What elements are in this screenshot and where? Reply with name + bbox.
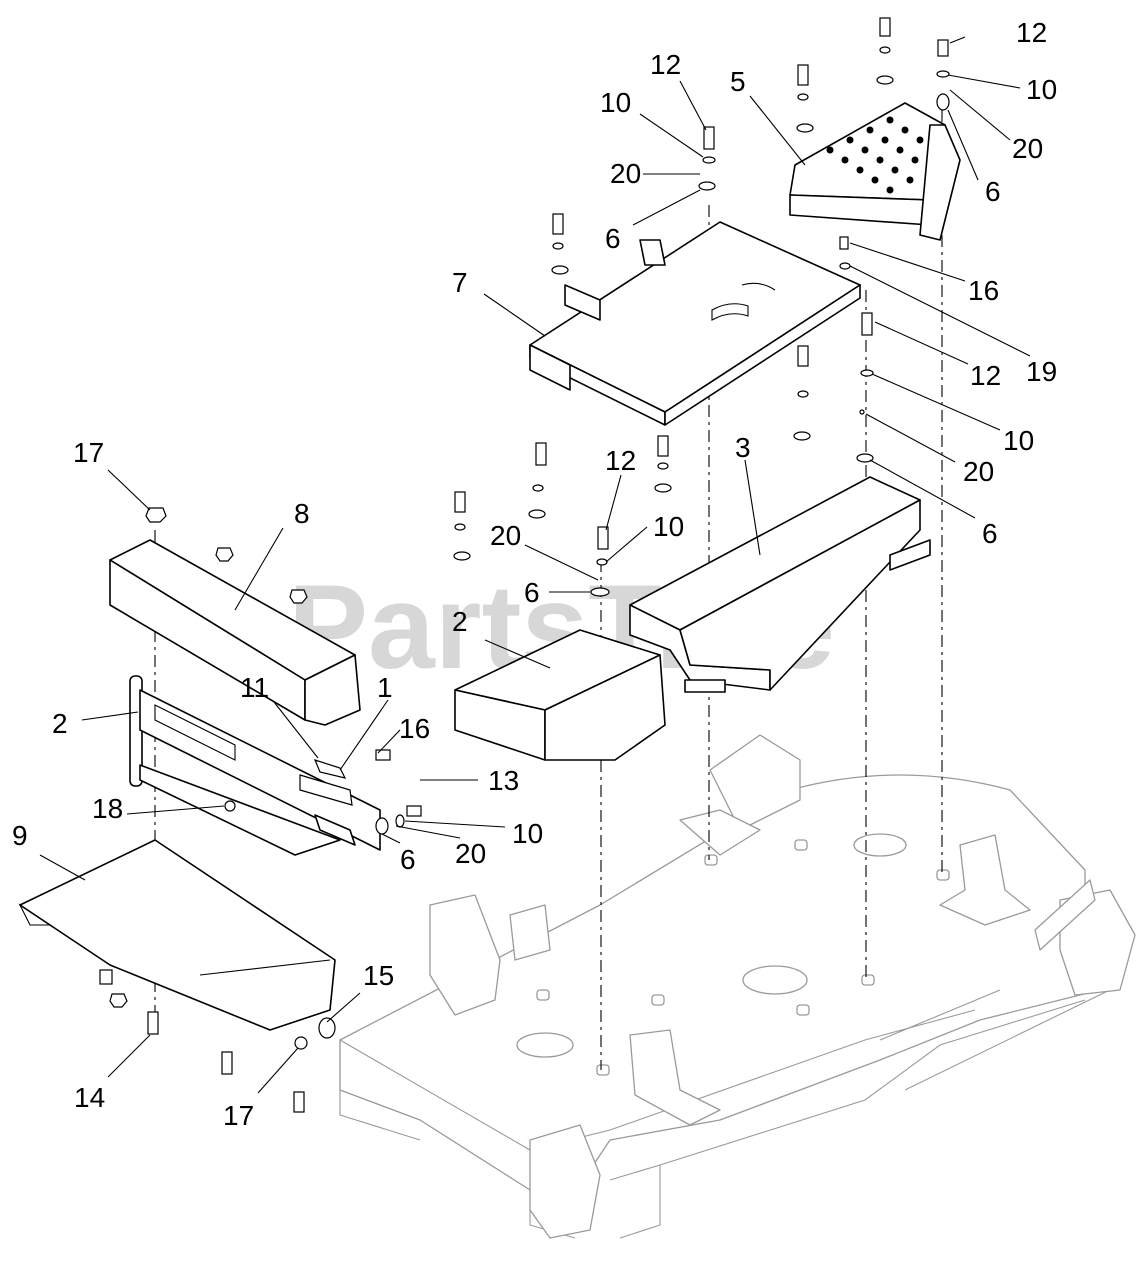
callout-6: 6: [982, 518, 998, 549]
callout-10: 10: [512, 818, 543, 849]
part-9-bottom-shield: [18, 839, 336, 1031]
callout-12: 12: [970, 360, 1001, 391]
callout-1: 1: [377, 672, 393, 703]
leader-lines: [39, 36, 1031, 1094]
callout-7: 7: [452, 267, 468, 298]
callout-20: 20: [455, 838, 486, 869]
callout-labels: 12 10 20 6 5 12 10 20 6 7 16 19 12 10 20…: [12, 17, 1057, 1131]
callout-6: 6: [605, 223, 621, 254]
callout-2: 2: [52, 708, 68, 739]
callout-11: 11: [240, 672, 269, 703]
callout-4: 2: [452, 606, 468, 637]
callout-19: 19: [1026, 356, 1057, 387]
callout-17: 17: [223, 1100, 254, 1131]
callout-12: 12: [650, 49, 681, 80]
callout-5: 5: [730, 66, 746, 97]
callout-16: 16: [399, 713, 430, 744]
callout-20: 20: [610, 158, 641, 189]
callout-13: 13: [488, 765, 519, 796]
part-5-perforated-plate: [789, 102, 961, 241]
part-8-cover: [109, 539, 361, 726]
callout-20: 20: [490, 520, 521, 551]
callout-3: 3: [735, 432, 751, 463]
callout-10: 10: [1026, 74, 1057, 105]
part-3-channel: [629, 476, 931, 693]
callout-14: 14: [74, 1082, 105, 1113]
callout-15: 15: [363, 960, 394, 991]
deck-frame: [339, 734, 1136, 1239]
part-7-upper-plate: [529, 221, 861, 426]
callout-18: 18: [92, 793, 123, 824]
callout-10: 10: [653, 511, 684, 542]
callout-8: 8: [294, 498, 310, 529]
callout-12: 12: [1016, 17, 1047, 48]
callout-10: 10: [600, 87, 631, 118]
part-4-shield: [454, 629, 666, 761]
callout-20: 20: [963, 456, 994, 487]
part-2-bracket: [129, 675, 381, 856]
callout-6: 6: [985, 176, 1001, 207]
callout-20: 20: [1012, 133, 1043, 164]
callout-17: 17: [73, 437, 104, 468]
callout-9: 9: [12, 820, 28, 851]
hardware: [99, 17, 950, 1113]
callout-10: 10: [1003, 425, 1034, 456]
callout-12: 12: [605, 445, 636, 476]
callout-16: 16: [968, 275, 999, 306]
callout-6: 6: [524, 577, 540, 608]
callout-6: 6: [400, 844, 416, 875]
